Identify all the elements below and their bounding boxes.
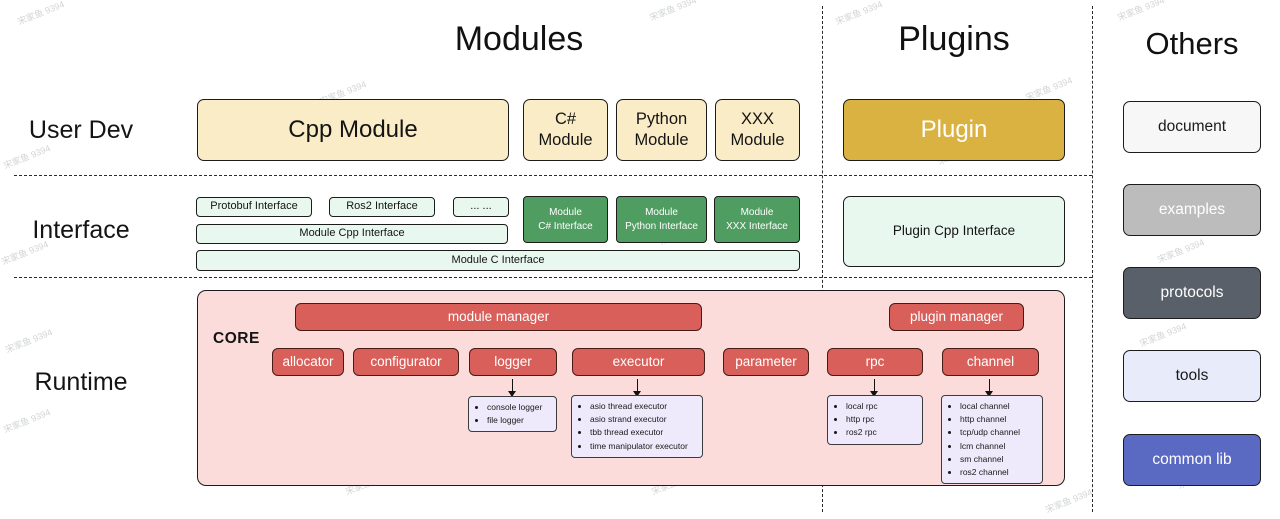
- watermark: 宋家鱼 9394: [2, 407, 52, 435]
- row-label-runtime: Runtime: [34, 368, 128, 396]
- list-item: file logger: [487, 414, 542, 427]
- logger-impl-list: console logger file logger: [468, 396, 557, 433]
- arrow-down-executor: [633, 379, 642, 397]
- list-item: tbb thread executor: [590, 426, 688, 439]
- component-rpc: rpc: [827, 348, 923, 376]
- executor-impl-list: asio thread executor asio strand executo…: [571, 395, 703, 458]
- module-python-interface-box: Module Python Interface: [616, 196, 707, 243]
- xxx-module-box: XXX Module: [715, 99, 800, 161]
- core-container: CORE module manager plugin manager alloc…: [197, 290, 1065, 486]
- rpc-impl-list: local rpc http rpc ros2 rpc: [827, 395, 923, 445]
- watermark: 宋家鱼 9394: [2, 143, 52, 171]
- list-item: ros2 channel: [960, 466, 1020, 479]
- others-examples-box: examples: [1123, 184, 1261, 236]
- column-header-plugins: Plugins: [898, 20, 1010, 58]
- watermark: 宋家鱼 9394: [4, 327, 54, 355]
- watermark: 宋家鱼 9394: [1138, 321, 1188, 349]
- module-xxx-interface-box: Module XXX Interface: [714, 196, 800, 243]
- watermark: 宋家鱼 9394: [16, 0, 66, 27]
- plugin-cpp-interface-box: Plugin Cpp Interface: [843, 196, 1065, 267]
- cpp-module-box: Cpp Module: [197, 99, 509, 161]
- list-item: sm channel: [960, 453, 1020, 466]
- watermark: 宋家鱼 9394: [648, 0, 698, 23]
- divider-userdev-interface: [14, 175, 1092, 176]
- component-parameter: parameter: [723, 348, 809, 376]
- list-item: ros2 rpc: [846, 426, 878, 439]
- ros2-interface-box: Ros2 Interface: [329, 197, 435, 217]
- divider-modules-plugins: [822, 6, 823, 512]
- label-line: Module: [645, 206, 678, 218]
- others-protocols-box: protocols: [1123, 267, 1261, 319]
- module-cpp-interface-box: Module Cpp Interface: [196, 224, 508, 244]
- list-item: asio strand executor: [590, 413, 688, 426]
- component-executor: executor: [572, 348, 705, 376]
- column-header-modules: Modules: [454, 20, 584, 58]
- plugin-box: Plugin: [843, 99, 1065, 161]
- more-interfaces-box: ... ...: [453, 197, 509, 217]
- arrow-down-rpc: [870, 379, 879, 397]
- label-line: Module: [740, 206, 774, 218]
- label-line: C# Interface: [538, 220, 593, 232]
- arrow-down-channel: [985, 379, 994, 397]
- component-logger: logger: [469, 348, 557, 376]
- component-allocator: allocator: [272, 348, 344, 376]
- label-line: Module: [549, 206, 582, 218]
- component-configurator: configurator: [353, 348, 459, 376]
- module-c-interface-box: Module C Interface: [196, 250, 800, 271]
- component-channel: channel: [942, 348, 1039, 376]
- watermark: 宋家鱼 9394: [1044, 487, 1094, 515]
- csharp-module-box: C# Module: [523, 99, 608, 161]
- list-item: http rpc: [846, 413, 878, 426]
- module-manager-bar: module manager: [295, 303, 702, 331]
- list-item: asio thread executor: [590, 400, 688, 413]
- watermark: 宋家鱼 9394: [1156, 237, 1206, 265]
- list-item: local channel: [960, 400, 1020, 413]
- protobuf-interface-box: Protobuf Interface: [196, 197, 312, 217]
- python-module-box: Python Module: [616, 99, 707, 161]
- label-line: Python Interface: [625, 220, 698, 232]
- divider-interface-runtime: [14, 277, 1092, 278]
- column-header-others: Others: [1145, 26, 1239, 61]
- row-label-interface: Interface: [32, 216, 130, 244]
- row-label-user-dev: User Dev: [28, 116, 134, 144]
- list-item: tcp/udp channel: [960, 426, 1020, 439]
- watermark: 宋家鱼 9394: [1116, 0, 1166, 23]
- others-document-box: document: [1123, 101, 1261, 153]
- divider-plugins-others: [1092, 6, 1093, 512]
- list-item: local rpc: [846, 400, 878, 413]
- arrow-down-logger: [508, 379, 517, 397]
- list-item: lcm channel: [960, 440, 1020, 453]
- list-item: time manipulator executor: [590, 440, 688, 453]
- others-common-lib-box: common lib: [1123, 434, 1261, 486]
- channel-impl-list: local channel http channel tcp/udp chann…: [941, 395, 1043, 485]
- module-csharp-interface-box: Module C# Interface: [523, 196, 608, 243]
- others-tools-box: tools: [1123, 350, 1261, 402]
- label-line: XXX Interface: [726, 220, 788, 232]
- list-item: http channel: [960, 413, 1020, 426]
- plugin-manager-bar: plugin manager: [889, 303, 1024, 331]
- core-label: CORE: [213, 330, 260, 347]
- list-item: console logger: [487, 401, 542, 414]
